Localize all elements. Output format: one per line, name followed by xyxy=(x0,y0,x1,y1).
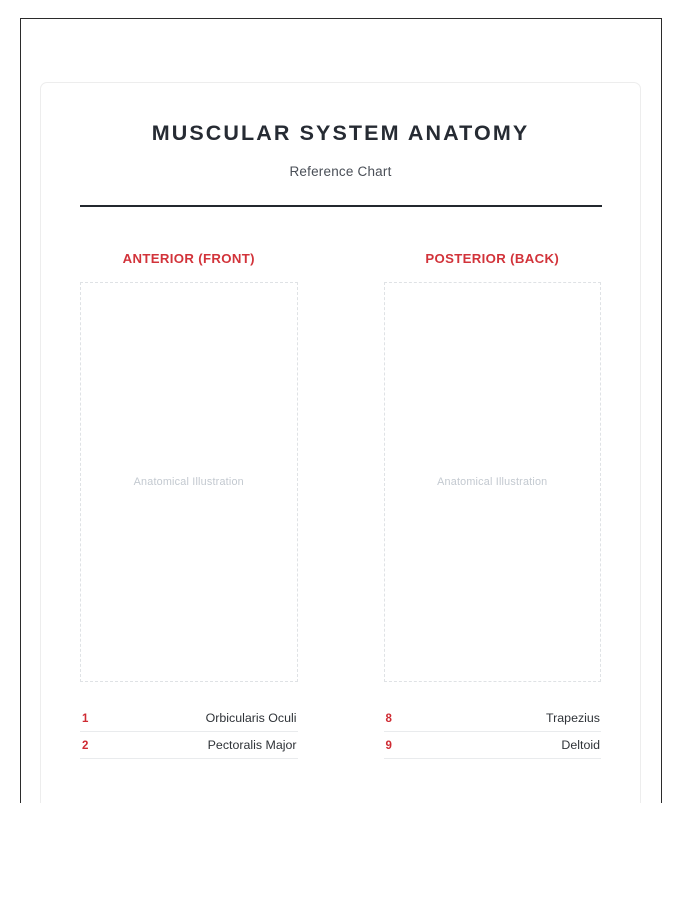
page-subtitle: Reference Chart xyxy=(289,163,392,179)
legend-number: 8 xyxy=(385,712,392,725)
legend-number: 2 xyxy=(82,739,89,752)
legend-row: 9 Deltoid xyxy=(383,732,601,759)
illustration-placeholder-posterior: Anatomical Illustration xyxy=(383,281,601,682)
illustration-placeholder-label: Anatomical Illustration xyxy=(437,475,548,488)
legend-list-posterior: 8 Trapezius 9 Deltoid xyxy=(383,705,601,759)
header-divider xyxy=(79,204,602,207)
illustration-placeholder-label: Anatomical Illustration xyxy=(133,475,244,488)
legend-row: 8 Trapezius xyxy=(383,705,601,732)
illustration-placeholder-anterior: Anatomical Illustration xyxy=(80,281,298,682)
column-heading-anterior: ANTERIOR (FRONT) xyxy=(122,250,255,266)
column-heading-posterior: POSTERIOR (BACK) xyxy=(425,250,560,266)
page-frame: MUSCULAR SYSTEM ANATOMY Reference Chart … xyxy=(20,18,662,803)
legend-row: 2 Pectoralis Major xyxy=(80,732,298,759)
column-posterior: POSTERIOR (BACK) Anatomical Illustration… xyxy=(383,250,601,759)
legend-row: 1 Orbicularis Oculi xyxy=(80,705,298,732)
legend-number: 9 xyxy=(385,739,392,752)
legend-muscle-name: Trapezius xyxy=(546,710,600,725)
column-anterior: ANTERIOR (FRONT) Anatomical Illustration… xyxy=(80,251,298,759)
document-header: MUSCULAR SYSTEM ANATOMY Reference Chart xyxy=(41,83,640,207)
page-title: MUSCULAR SYSTEM ANATOMY xyxy=(151,121,530,145)
legend-list-anterior: 1 Orbicularis Oculi 2 Pectoralis Major xyxy=(80,705,298,759)
legend-muscle-name: Deltoid xyxy=(561,737,600,752)
reference-chart-card: MUSCULAR SYSTEM ANATOMY Reference Chart … xyxy=(40,82,641,803)
legend-muscle-name: Pectoralis Major xyxy=(207,737,297,752)
anatomy-columns: ANTERIOR (FRONT) Anatomical Illustration… xyxy=(41,251,640,759)
legend-muscle-name: Orbicularis Oculi xyxy=(205,710,297,725)
legend-number: 1 xyxy=(82,712,89,725)
